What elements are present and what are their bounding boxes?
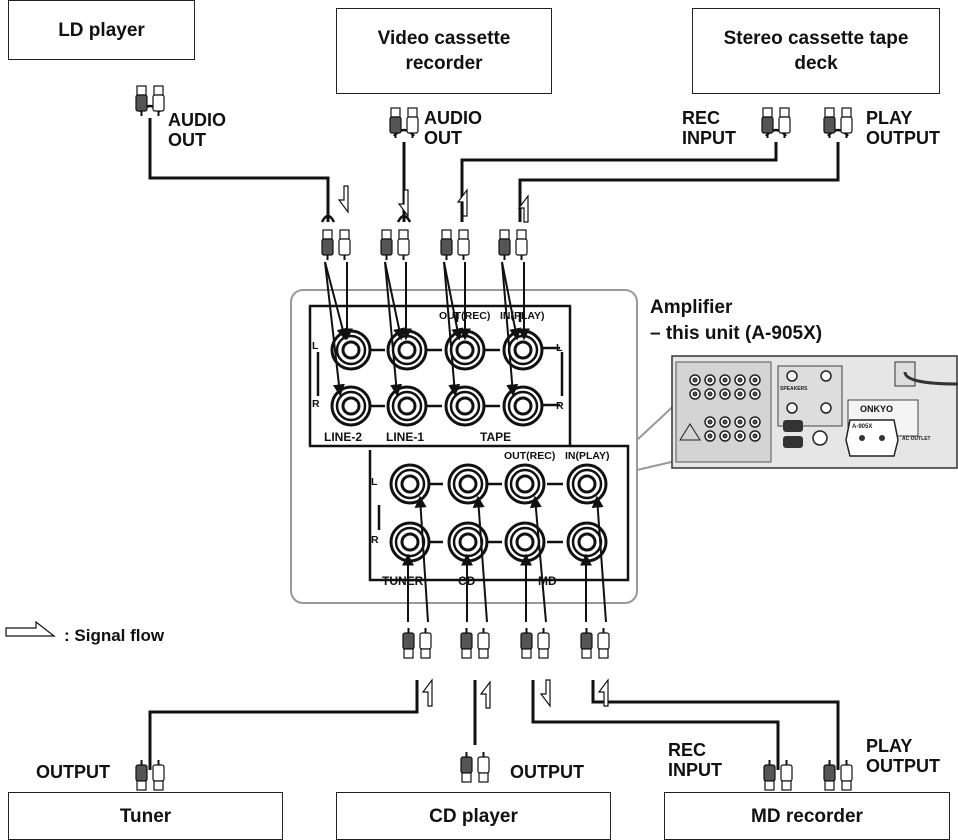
- lower-cables: [148, 680, 840, 770]
- upper-right-label-b: R: [556, 400, 564, 412]
- upper-plug-wires: [324, 261, 530, 341]
- tape-deck-label: Stereo cassette tape deck: [723, 28, 909, 74]
- upper-left-label-b: L: [556, 342, 563, 354]
- lower-panel: [368, 444, 630, 582]
- tape-label: TAPE: [480, 430, 512, 444]
- plugs-bottom: [135, 751, 853, 791]
- amplifier-title: Amplifier: [650, 297, 733, 318]
- tuner-output-label: OUTPUT: [36, 762, 110, 782]
- lower-plug-wires: [402, 495, 607, 623]
- md-rec-input-label: REC INPUT: [668, 740, 722, 780]
- upper-cables: [139, 104, 849, 223]
- md-play-output-label: PLAY OUTPUT: [866, 736, 940, 776]
- cd-jack-label: CD: [458, 574, 476, 588]
- upper-panel: [308, 304, 572, 448]
- tuner-jack-label: TUNER: [382, 574, 424, 588]
- lower-in-play-label: IN(PLAY): [565, 450, 610, 462]
- cd-output-label: OUTPUT: [510, 762, 584, 782]
- amplifier-subtitle: – this unit (A-905X): [650, 323, 823, 344]
- tape-rec-input-label: REC INPUT: [682, 108, 736, 148]
- line2-label: LINE-2: [324, 430, 363, 444]
- cd-player-label: CD player: [429, 805, 518, 827]
- model-label: A-905X: [852, 424, 873, 430]
- legend-arrow-icon: [5, 620, 56, 637]
- speakers-label: SPEAKERS: [780, 386, 808, 392]
- tape-deck-box: Stereo cassette tape deck: [692, 8, 940, 94]
- line1-label: LINE-1: [386, 430, 425, 444]
- cd-player-box: CD player: [336, 792, 611, 840]
- lower-out-rec-label: OUT(REC): [504, 450, 556, 462]
- vcr-label: Video cassette recorder: [377, 28, 511, 74]
- vcr-audio-out-label: AUDIO OUT: [424, 108, 482, 148]
- tape-play-output-label: PLAY OUTPUT: [866, 108, 940, 148]
- md-recorder-box: MD recorder: [664, 792, 950, 840]
- upper-in-play-label: IN(PLAY): [500, 310, 545, 322]
- vcr-box: Video cassette recorder: [336, 8, 552, 94]
- upper-left-label-a: L: [312, 340, 319, 352]
- upper-out-rec-label: OUT(REC): [439, 310, 491, 322]
- ld-player-label: LD player: [58, 19, 145, 41]
- upper-plug-wires-r: [324, 261, 519, 397]
- tuner-box: Tuner: [8, 792, 283, 840]
- lower-left-label: L: [371, 476, 378, 488]
- tuner-label: Tuner: [119, 805, 172, 827]
- upper-right-label-a: R: [312, 398, 320, 410]
- plugs-upper-amp: [321, 229, 528, 261]
- signal-flow-legend: : Signal flow: [64, 626, 165, 645]
- md-recorder-label: MD recorder: [751, 805, 863, 827]
- md-jack-label: MD: [538, 574, 557, 588]
- brand-logo: ONKYO: [860, 404, 893, 414]
- amplifier-rear-panel: ONKYO: [671, 355, 958, 469]
- ld-player-box: LD player: [8, 0, 195, 60]
- lower-right-label: R: [371, 534, 379, 546]
- ac-outlet-label: AC OUTLET: [902, 436, 931, 442]
- ld-audio-out-label: AUDIO OUT: [168, 110, 226, 150]
- plugs-lower-amp: [402, 627, 610, 659]
